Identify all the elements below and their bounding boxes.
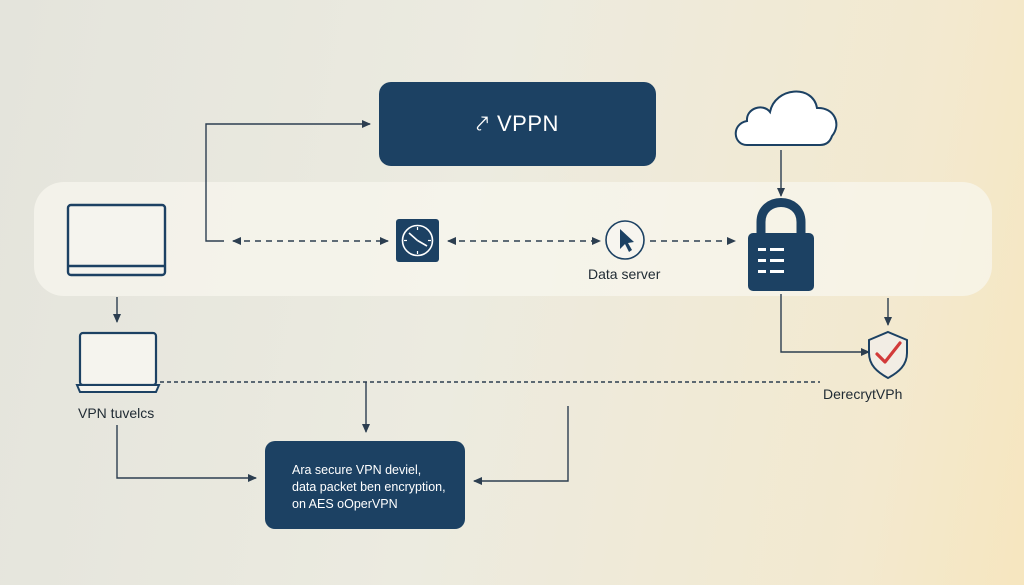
cursor-icon <box>605 220 645 260</box>
laptop-icon <box>75 331 161 393</box>
cloud-icon <box>734 90 838 146</box>
shield-check-icon <box>868 330 908 380</box>
vpn-title: VPPN <box>496 111 559 136</box>
info-box: Ara secure VPN deviel, data packet ben e… <box>265 441 465 529</box>
info-line-1: Ara secure VPN deviel, <box>292 463 422 477</box>
decrypt-label: DerecrytVPh <box>823 386 903 402</box>
data-server-label: Data server <box>588 266 661 282</box>
connector-laptop-info <box>116 425 257 482</box>
connector-right-info <box>473 406 569 485</box>
connector-lock-shield <box>780 294 870 356</box>
vpn-node: ⤤ VPPN <box>379 82 656 166</box>
info-line-2: data packet ben encryption, <box>292 480 446 494</box>
connector-to-vpn <box>205 120 371 242</box>
vpn-logo-icon: ⤤ <box>476 111 489 136</box>
vpn-tunnels-label: VPN tuvelcs <box>78 405 155 421</box>
padlock-icon <box>748 198 814 291</box>
laptop-icon <box>66 203 167 277</box>
clock-icon <box>396 219 439 262</box>
info-line-3: on AES oOperVPN <box>292 497 398 511</box>
